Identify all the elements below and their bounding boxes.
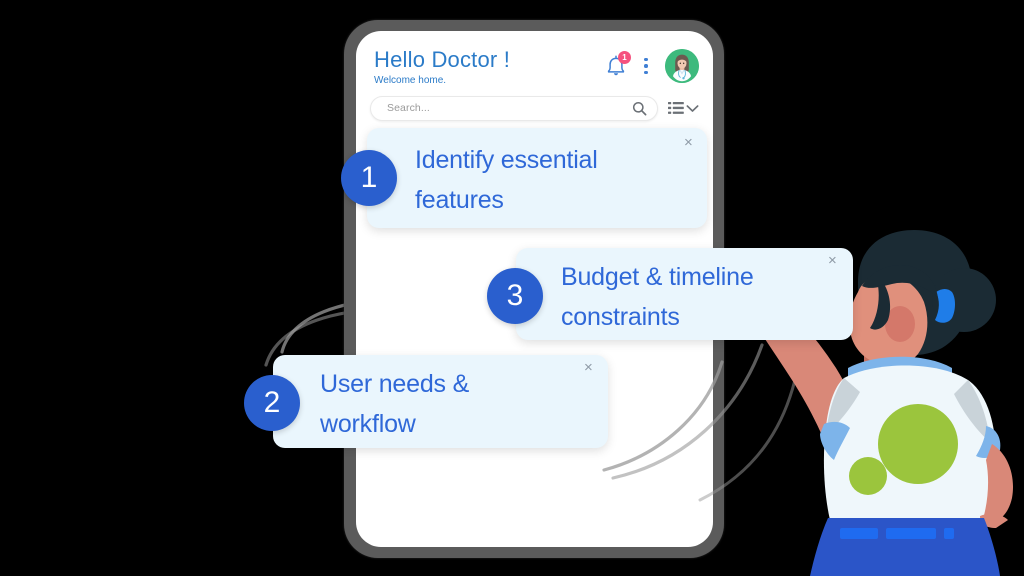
shirt-logo-small <box>849 457 887 495</box>
search-icon[interactable] <box>632 101 647 116</box>
notification-badge: 1 <box>618 51 631 64</box>
requirement-card[interactable]: Budget & timeline constraints <box>516 248 853 340</box>
shirt-collar <box>848 356 952 388</box>
card-text: Identify essential features <box>415 146 598 214</box>
face <box>849 275 928 367</box>
close-icon[interactable]: × <box>584 359 593 376</box>
requirement-card[interactable]: Identify essential features <box>367 128 707 228</box>
hair-strand <box>870 284 891 330</box>
app-header: Hello Doctor ! Welcome home. 1 <box>356 31 713 123</box>
hair-bun <box>932 268 996 332</box>
sleeve-cuff-right <box>976 426 1001 458</box>
kebab-dot <box>644 64 648 68</box>
card-text: User needs & workflow <box>320 370 470 438</box>
greeting-block: Hello Doctor ! Welcome home. <box>374 47 510 87</box>
search-row: Search... <box>356 93 713 123</box>
search-placeholder: Search... <box>387 102 430 114</box>
page-title: Hello Doctor ! <box>374 47 511 72</box>
hair-front <box>862 264 938 298</box>
avatar[interactable] <box>665 49 699 83</box>
page-subtitle: Welcome home. <box>374 75 447 86</box>
doctor-avatar-icon <box>665 49 699 83</box>
chevron-down-icon <box>686 104 699 112</box>
list-view-icon <box>668 102 684 114</box>
sleeve-cuff-left <box>820 421 850 460</box>
sleeve-shadow-right <box>954 380 990 442</box>
requirement-card[interactable]: User needs & workflow <box>273 355 608 448</box>
hair-back <box>858 230 972 356</box>
overflow-menu-button[interactable] <box>640 57 652 75</box>
shirt-logo-large <box>878 404 958 484</box>
shirt-torso <box>823 365 996 520</box>
close-icon[interactable]: × <box>684 134 693 151</box>
skirt <box>810 518 1000 576</box>
list-view-toggle[interactable] <box>668 101 699 115</box>
card-number-badge: 3 <box>487 268 543 324</box>
hand-on-hip <box>980 513 1008 528</box>
notification-button[interactable]: 1 <box>605 51 631 78</box>
hair-tie <box>935 289 955 323</box>
kebab-dot <box>644 70 648 75</box>
kebab-dot <box>644 57 648 62</box>
sleeve-shadow-left <box>826 378 860 434</box>
close-icon[interactable]: × <box>828 252 837 269</box>
card-number-badge: 2 <box>244 375 300 431</box>
arm-hip <box>982 444 1014 523</box>
ear <box>885 306 915 342</box>
header-actions: 1 <box>605 49 699 83</box>
card-text: Budget & timeline constraints <box>561 263 754 331</box>
neck <box>864 332 908 370</box>
search-input[interactable]: Search... <box>370 95 658 121</box>
skirt-belt <box>840 528 954 539</box>
card-number-badge: 1 <box>341 150 397 206</box>
